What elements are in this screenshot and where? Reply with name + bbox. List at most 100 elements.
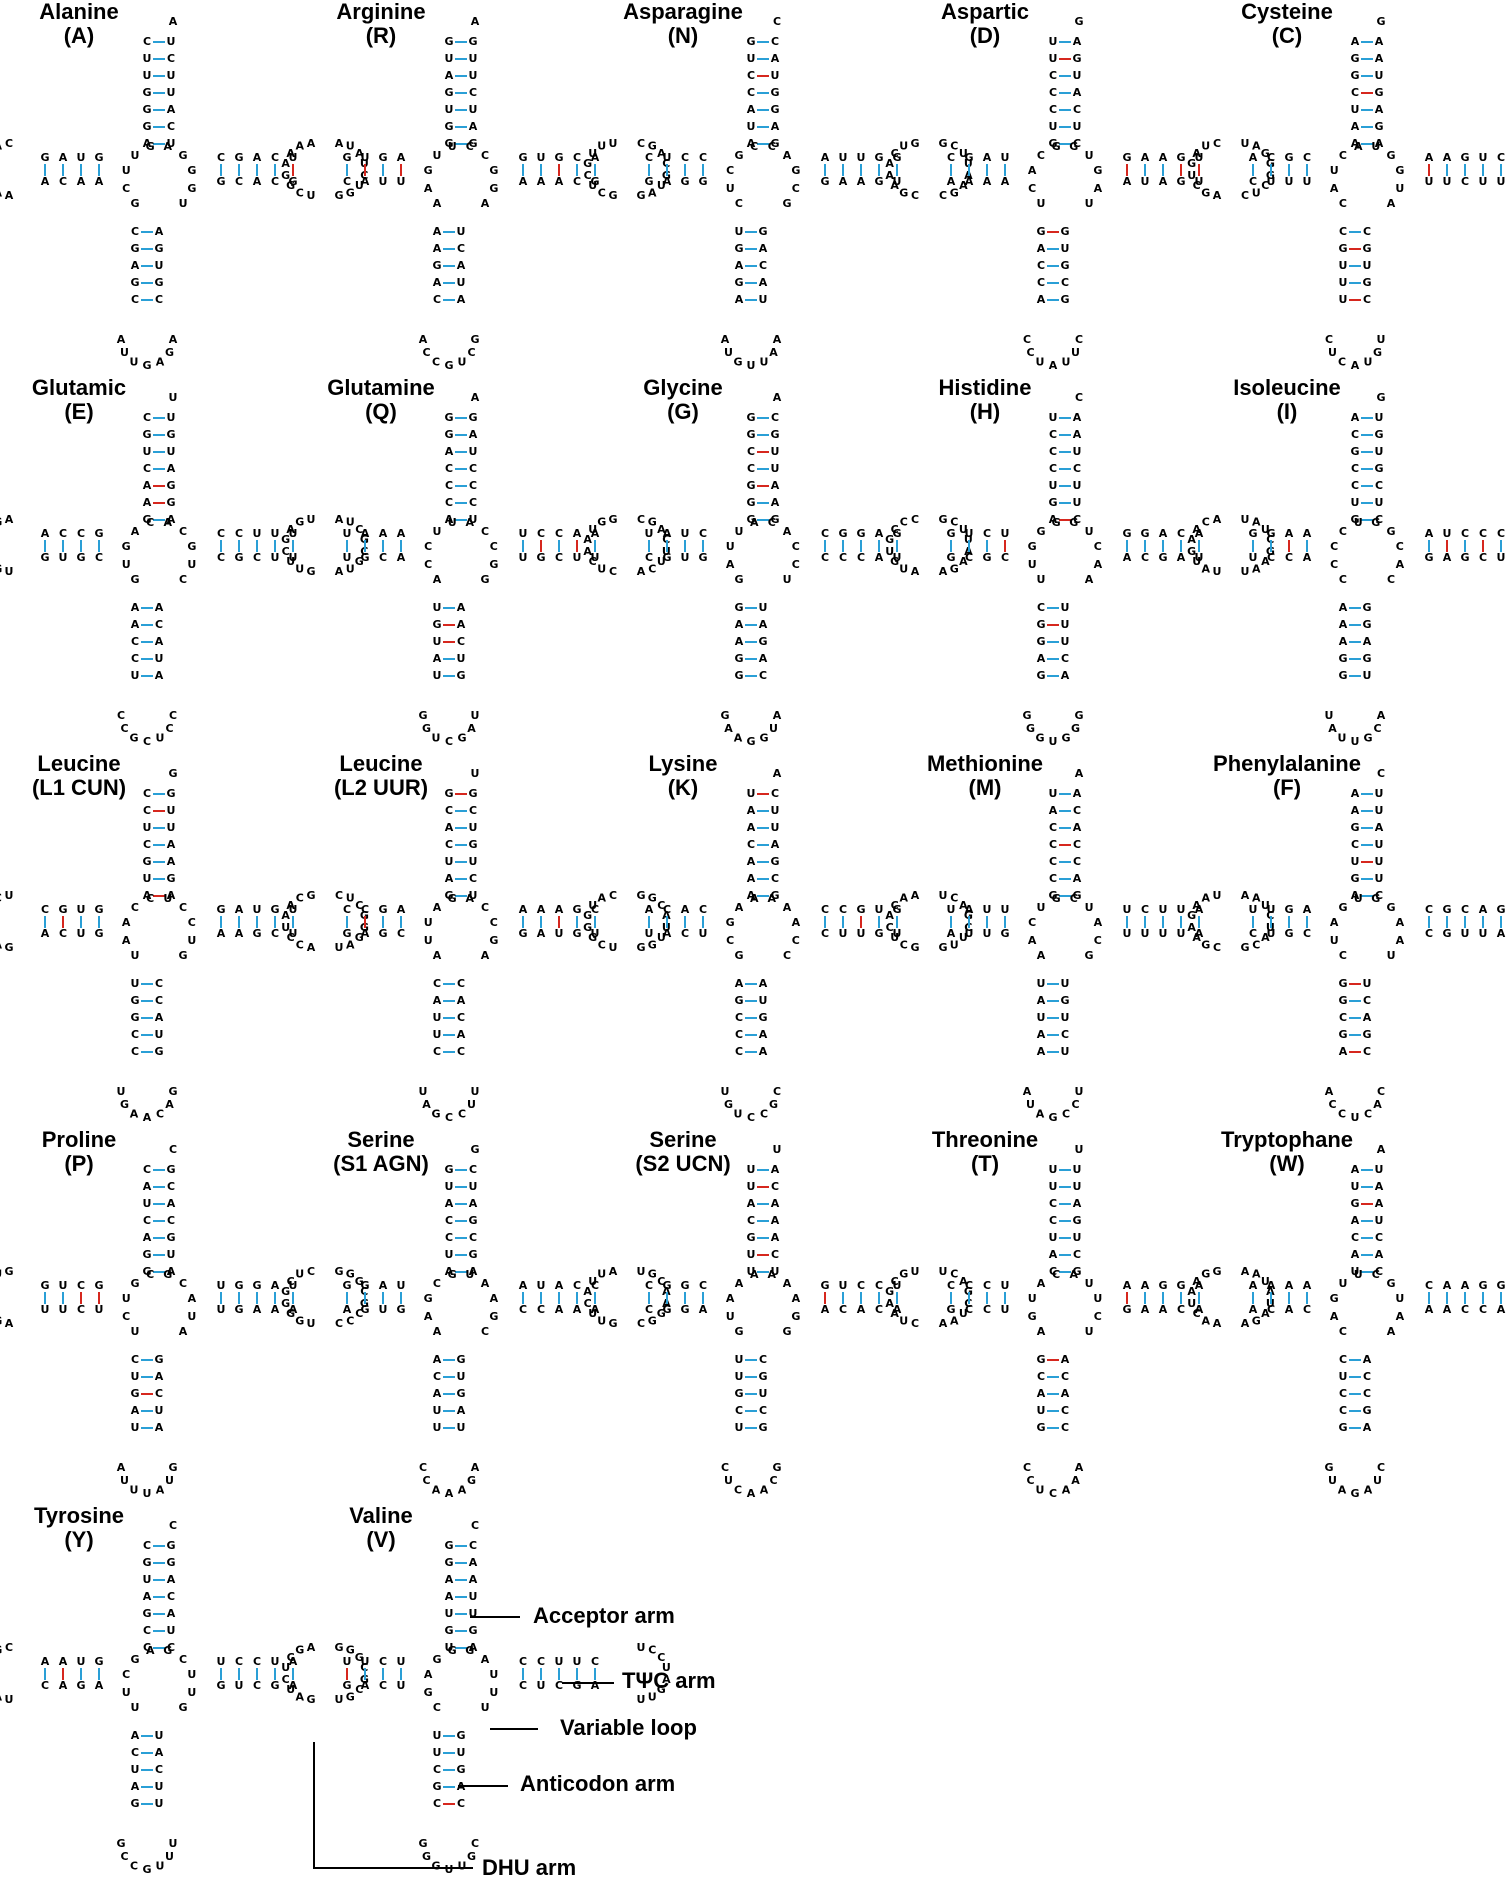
nucleotide: C (156, 1108, 164, 1121)
nucleotide: A (167, 889, 176, 902)
nucleotide: A (289, 1655, 298, 1668)
nucleotide: C (445, 1231, 453, 1244)
nucleotide: A (143, 1231, 152, 1244)
nucleotide: G (1363, 732, 1372, 745)
nucleotide: A (662, 909, 671, 922)
nucleotide: C (1479, 1303, 1487, 1316)
nucleotide: A (1363, 1353, 1372, 1366)
nucleotide: G (1496, 1279, 1505, 1292)
nucleotide: A (1073, 787, 1082, 800)
nucleotide: C (1073, 103, 1081, 116)
nucleotide: A (286, 147, 295, 160)
nucleotide: G (892, 151, 901, 164)
nucleotide: G (662, 1303, 671, 1316)
nucleotide: A (950, 1314, 959, 1327)
nucleotide: C (1387, 573, 1395, 586)
nucleotide: U (445, 1180, 454, 1193)
nucleotide: A (433, 1325, 442, 1338)
nucleotide: G (444, 1556, 453, 1569)
nucleotide: C (469, 1539, 477, 1552)
amino-acid-code: (F) (1272, 775, 1302, 800)
nucleotide: A (1330, 182, 1339, 195)
nucleotide: U (77, 903, 86, 916)
nucleotide: U (1351, 1111, 1360, 1124)
nucleotide: A (875, 527, 884, 540)
nucleotide: A (445, 513, 454, 526)
nucleotide: U (1123, 927, 1132, 940)
nucleotide: G (40, 151, 49, 164)
nucleotide: C (555, 527, 563, 540)
nucleotide: U (361, 1655, 370, 1668)
nucleotide: C (355, 1307, 363, 1320)
nucleotide: A (422, 1098, 431, 1111)
nucleotide: A (783, 1277, 792, 1290)
nucleotide: C (1213, 137, 1221, 150)
nucleotide: A (747, 804, 756, 817)
nucleotide: U (424, 916, 433, 929)
nucleotide: U (433, 669, 442, 682)
amino-acid-code: (W) (1269, 1151, 1305, 1176)
nucleotide: G (166, 1163, 175, 1176)
nucleotide: U (445, 1248, 454, 1261)
nucleotide: C (891, 523, 899, 536)
nucleotide: G (770, 137, 779, 150)
nucleotide: C (1339, 149, 1347, 162)
nucleotide: C (457, 1045, 465, 1058)
nucleotide: G (179, 149, 188, 162)
nucleotide: A (143, 496, 152, 509)
nucleotide: C (490, 916, 498, 929)
nucleotide: C (155, 977, 163, 990)
nucleotide: C (1351, 1231, 1359, 1244)
nucleotide: G (448, 1268, 457, 1281)
nucleotide: C (1177, 1303, 1185, 1316)
nucleotide: A (361, 175, 370, 188)
nucleotide: G (1000, 927, 1009, 940)
nucleotide: G (216, 1679, 225, 1692)
nucleotide: U (839, 927, 848, 940)
nucleotide: G (1158, 1279, 1167, 1292)
nucleotide: C (773, 15, 781, 28)
nucleotide: U (959, 147, 968, 160)
nucleotide: C (1425, 927, 1433, 940)
nucleotide: A (1195, 927, 1204, 940)
nucleotide: C (1479, 551, 1487, 564)
nucleotide: G (910, 137, 919, 150)
nucleotide: A (433, 225, 442, 238)
nucleotide: C (747, 1111, 755, 1124)
nucleotide: A (1037, 242, 1046, 255)
nucleotide: G (946, 1303, 955, 1316)
nucleotide: A (1425, 1303, 1434, 1316)
nucleotide: A (155, 1421, 164, 1434)
nucleotide: U (131, 1421, 140, 1434)
nucleotide: U (588, 179, 597, 192)
nucleotide: U (432, 732, 441, 745)
nucleotide: A (1241, 889, 1250, 902)
nucleotide: A (307, 941, 316, 954)
nucleotide: U (433, 1011, 442, 1024)
nucleotide: A (1339, 618, 1348, 631)
nucleotide: C (747, 86, 755, 99)
nucleotide: U (1123, 903, 1132, 916)
nucleotide: G (1374, 120, 1383, 133)
nucleotide: C (287, 1651, 295, 1664)
nucleotide: G (396, 1303, 405, 1316)
nucleotide: C (307, 1265, 315, 1278)
nucleotide: U (1093, 1292, 1102, 1305)
nucleotide: A (167, 1265, 176, 1278)
nucleotide: C (169, 709, 177, 722)
nucleotide: A (457, 994, 466, 1007)
nucleotide: A (735, 635, 744, 648)
nucleotide: C (217, 527, 225, 540)
nucleotide: U (1028, 558, 1037, 571)
nucleotide: C (253, 1655, 261, 1668)
nucleotide: U (771, 445, 780, 458)
nucleotide: A (1073, 428, 1082, 441)
nucleotide: A (771, 120, 780, 133)
nucleotide: A (1123, 551, 1132, 564)
nucleotide: G (234, 1279, 243, 1292)
nucleotide: G (1284, 151, 1293, 164)
nucleotide: G (1035, 732, 1044, 745)
nucleotide: C (346, 1314, 354, 1327)
nucleotide: A (1375, 103, 1384, 116)
nucleotide: C (1266, 909, 1274, 922)
